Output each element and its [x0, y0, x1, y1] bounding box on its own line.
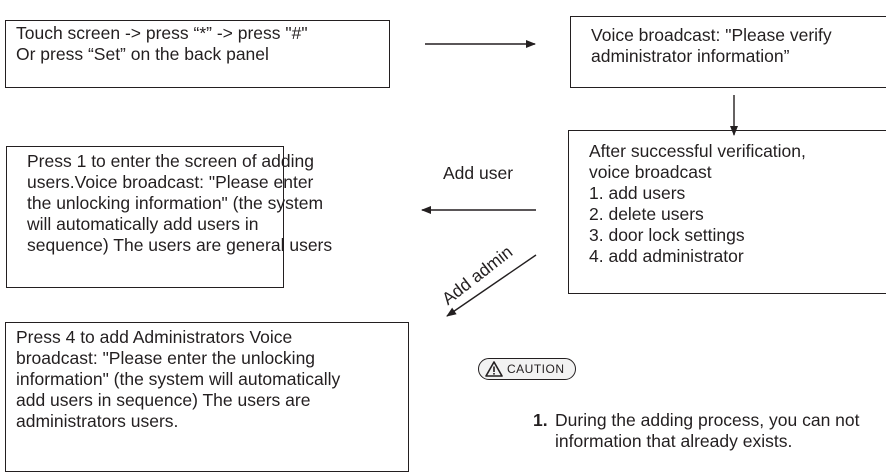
caution-item: 1. During the adding process, you can no… [533, 410, 886, 452]
box-text: sequence) The users are general users [27, 235, 333, 255]
verify-box: Voice broadcast: "Please verify administ… [570, 16, 886, 88]
add-admin-box: Press 4 to add Administrators Voice broa… [5, 322, 409, 472]
box-text: add users in sequence) The users are [16, 390, 311, 410]
box-text: information" (the system will automatica… [16, 369, 341, 389]
menu-option: 2. delete users [589, 204, 704, 224]
box-text: Or press “Set” on the back panel [16, 44, 269, 64]
menu-option: 1. add users [589, 183, 686, 203]
box-text: Press 4 to add Administrators Voice [16, 327, 293, 347]
caution-item-text: During the adding process, you can not [555, 410, 860, 430]
box-text: the unlocking information" (the system [27, 193, 324, 213]
arrow-menu-to-add-admin [446, 254, 537, 317]
start-box: Touch screen -> press “*” -> press "#" O… [5, 20, 390, 88]
menu-box: After successful verification, voice bro… [568, 130, 886, 294]
menu-option: 3. door lock settings [589, 225, 745, 245]
box-text: After successful verification, [589, 141, 806, 161]
flow-arrows [421, 40, 738, 317]
add-user-edge-label: Add user [443, 163, 514, 183]
add-user-box: Press 1 to enter the screen of adding us… [6, 146, 333, 288]
box-text: will automatically add users in [27, 214, 259, 234]
box-text: administrator information” [591, 46, 790, 66]
warning-triangle-icon [485, 361, 503, 377]
box-text: Touch screen -> press “*” -> press "#" [16, 23, 308, 43]
box-text: broadcast: "Please enter the unlocking [16, 348, 316, 368]
box-text: Press 1 to enter the screen of adding [27, 151, 314, 171]
caution-badge: CAUTION [478, 358, 576, 380]
caution-label: CAUTION [507, 362, 565, 376]
box-text: Voice broadcast: "Please verify [591, 25, 832, 45]
box-text: administrators users. [16, 411, 179, 431]
box-text: voice broadcast [589, 162, 712, 182]
caution-item-text: information that already exists. [555, 431, 793, 451]
menu-option: 4. add administrator [589, 246, 744, 266]
caution-item-number: 1. [533, 410, 548, 430]
box-text: users.Voice broadcast: "Please enter [27, 172, 314, 192]
